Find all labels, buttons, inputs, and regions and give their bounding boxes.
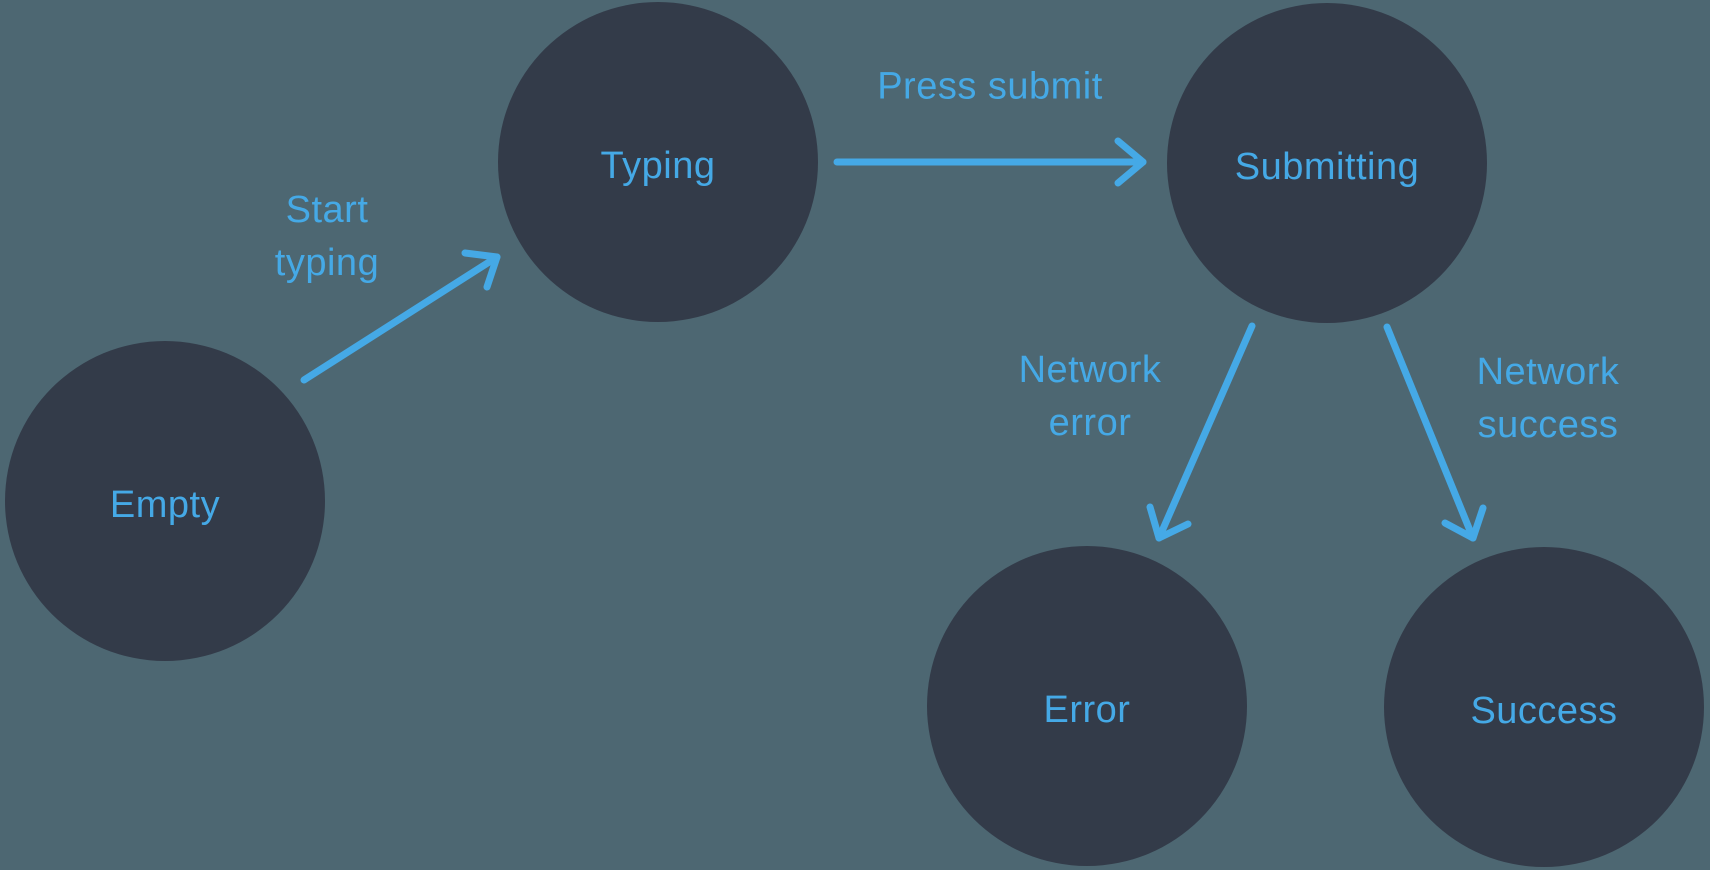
- node-success: Success: [1384, 547, 1704, 867]
- node-submitting: Submitting: [1167, 3, 1487, 323]
- edge-label-network-success: Network success: [1476, 351, 1620, 446]
- node-submitting-label: Submitting: [1234, 145, 1420, 188]
- edge-start-typing-arrow: [300, 249, 501, 384]
- node-typing-label: Typing: [600, 144, 716, 187]
- edge-network-error-arrow: [1146, 322, 1256, 542]
- node-error: Error: [927, 546, 1247, 866]
- node-typing: Typing: [498, 2, 818, 322]
- node-empty-label: Empty: [109, 483, 221, 526]
- edge-network-success-arrow: [1383, 323, 1487, 542]
- node-success-label: Success: [1470, 689, 1618, 732]
- edge-press-submit-arrow: [833, 137, 1147, 187]
- edge-label-network-error: Network error: [1018, 349, 1162, 444]
- node-empty: Empty: [5, 341, 325, 661]
- node-error-label: Error: [1043, 688, 1131, 731]
- edge-label-press-submit: Press submit: [877, 65, 1103, 108]
- edge-label-start-typing: Start typing: [274, 189, 380, 284]
